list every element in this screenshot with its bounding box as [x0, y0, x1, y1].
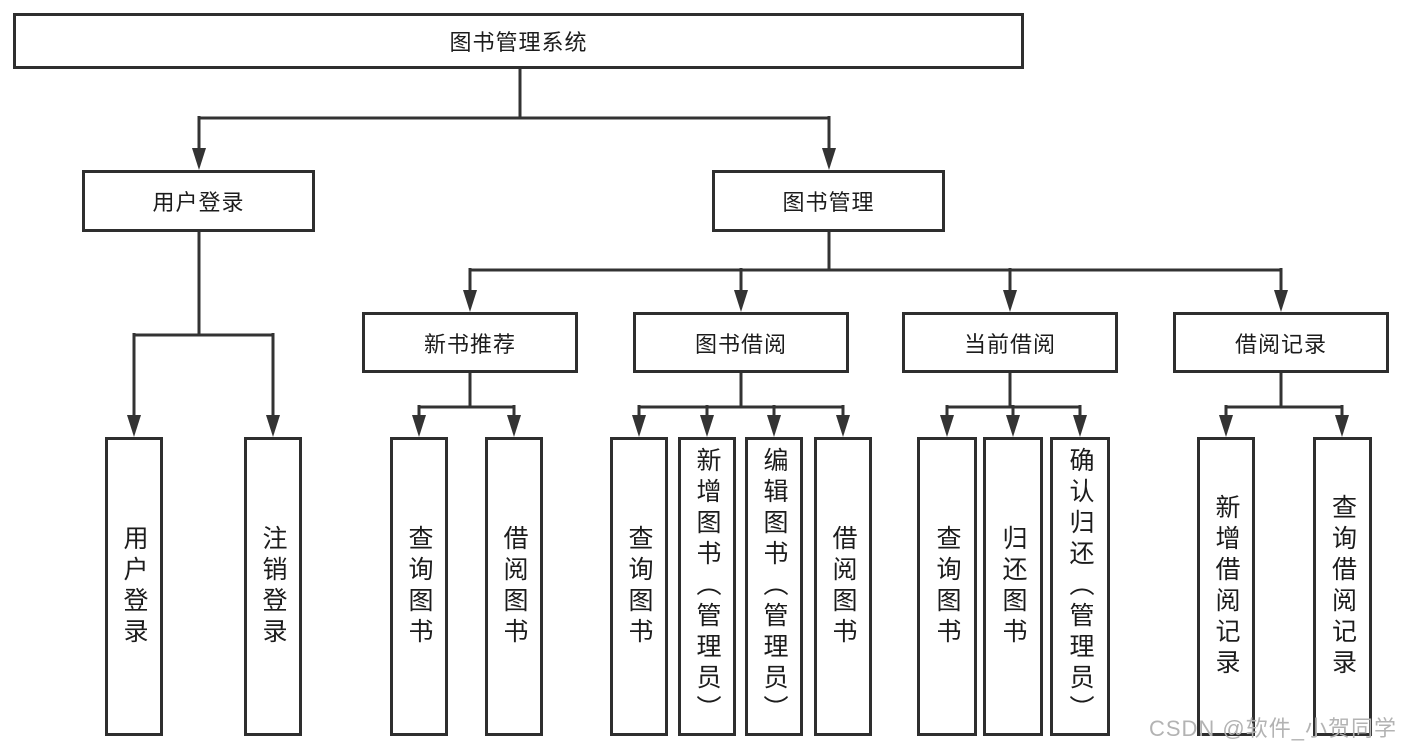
node-user-login-label: 用户登录	[120, 524, 148, 649]
node-book-borrow-label: 图书借阅	[694, 331, 787, 357]
node-rec-borrow-books: 借阅图书	[485, 437, 543, 736]
node-user-login: 用户登录	[105, 437, 163, 736]
node-logout-label: 注销登录	[259, 524, 287, 649]
node-book-borrow: 图书借阅	[633, 312, 849, 373]
node-rec-query-books: 查询图书	[390, 437, 448, 736]
node-bb-borrow-books-label: 借阅图书	[829, 524, 857, 649]
node-br-add-record-label: 新增借阅记录	[1212, 493, 1240, 680]
node-br-query-record: 查询借阅记录	[1313, 437, 1372, 736]
node-new-book-rec: 新书推荐	[362, 312, 578, 373]
node-current-borrow: 当前借阅	[902, 312, 1118, 373]
node-bb-add-books: 新增图书（管理员）	[678, 437, 736, 736]
node-bb-edit-books: 编辑图书（管理员）	[745, 437, 803, 736]
node-cb-confirm-return-label: 确认归还（管理员）	[1066, 447, 1094, 726]
node-user-login-group-label: 用户登录	[152, 190, 245, 215]
node-logout: 注销登录	[244, 437, 302, 736]
node-borrow-records-label: 借阅记录	[1234, 331, 1327, 357]
node-root: 图书管理系统	[13, 13, 1024, 69]
node-current-borrow-label: 当前借阅	[963, 331, 1056, 357]
node-borrow-records: 借阅记录	[1173, 312, 1389, 373]
node-book-mgmt-group: 图书管理	[712, 170, 945, 232]
csdn-watermark: CSDN @软件_小贺同学	[1148, 716, 1397, 741]
node-cb-confirm-return: 确认归还（管理员）	[1050, 437, 1110, 736]
node-cb-query-books: 查询图书	[917, 437, 977, 736]
node-bb-query-books-label: 查询图书	[625, 524, 653, 649]
node-user-login-group: 用户登录	[82, 170, 315, 232]
node-br-add-record: 新增借阅记录	[1197, 437, 1255, 736]
node-bb-edit-books-label: 编辑图书（管理员）	[760, 447, 788, 726]
node-book-mgmt-group-label: 图书管理	[782, 190, 875, 215]
node-cb-return-books-label: 归还图书	[999, 524, 1027, 649]
node-cb-return-books: 归还图书	[983, 437, 1043, 736]
node-rec-query-books-label: 查询图书	[405, 524, 433, 649]
node-cb-query-books-label: 查询图书	[933, 524, 961, 649]
node-br-query-record-label: 查询借阅记录	[1328, 493, 1357, 680]
node-bb-borrow-books: 借阅图书	[814, 437, 872, 736]
node-bb-add-books-label: 新增图书（管理员）	[693, 447, 721, 726]
node-rec-borrow-books-label: 借阅图书	[500, 524, 528, 649]
node-root-label: 图书管理系统	[449, 30, 588, 55]
node-new-book-rec-label: 新书推荐	[423, 331, 516, 357]
node-bb-query-books: 查询图书	[610, 437, 668, 736]
